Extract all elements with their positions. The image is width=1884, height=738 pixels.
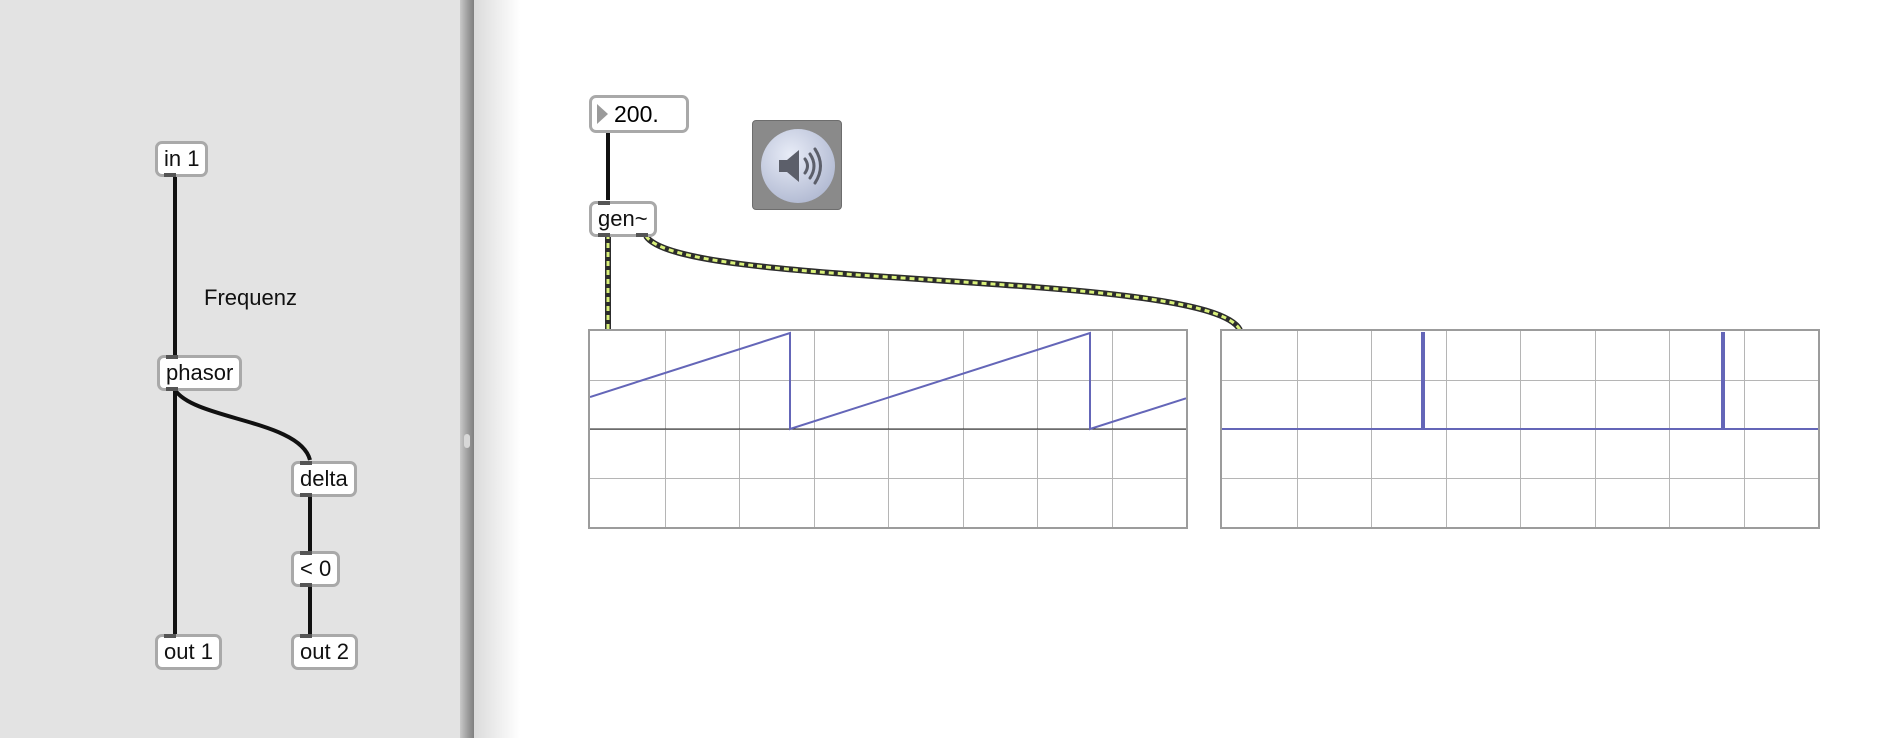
frequency-value: 200.: [614, 101, 659, 127]
scope-right[interactable]: [1220, 329, 1820, 529]
outlet-object-2-inlet[interactable]: [300, 634, 312, 638]
frequency-number-box[interactable]: 200.: [589, 95, 689, 133]
signal-cord-gen-to-scope-right[interactable]: [643, 234, 1243, 332]
delta-object-label: delta: [300, 466, 348, 491]
cord-phasor-to-delta[interactable]: [173, 388, 312, 461]
inlet-object-outlet[interactable]: [164, 173, 176, 177]
gen-object-label: gen~: [598, 206, 648, 231]
scope-left-trace: [590, 331, 1186, 431]
compare-outlet[interactable]: [300, 583, 312, 587]
phasor-inlet[interactable]: [166, 355, 178, 359]
frequency-comment: Frequenz: [204, 285, 297, 310]
gen-outlet-1[interactable]: [598, 233, 610, 237]
inlet-object[interactable]: in 1: [155, 141, 209, 177]
delta-object[interactable]: delta: [291, 461, 357, 497]
number-box-triangle-icon: [597, 104, 608, 124]
outlet-object-1-label: out 1: [164, 639, 213, 664]
delta-outlet[interactable]: [300, 493, 312, 497]
window-shadow: [474, 0, 520, 738]
phasor-object-label: phasor: [166, 360, 234, 385]
outlet-object-1-inlet[interactable]: [164, 634, 176, 638]
outlet-object-2-label: out 2: [300, 639, 349, 664]
compare-inlet[interactable]: [300, 551, 312, 555]
scope-right-plot: [1222, 331, 1818, 527]
gen-outlet-2[interactable]: [635, 233, 648, 237]
compare-object-label: < 0: [300, 556, 332, 581]
scope-left[interactable]: [588, 329, 1188, 529]
scope-left-plot: [590, 331, 1186, 527]
gen-inlet[interactable]: [598, 201, 610, 205]
inlet-object-label: in 1: [164, 146, 200, 171]
window-divider[interactable]: [460, 0, 474, 738]
speaker-icon: [761, 129, 835, 203]
phasor-object[interactable]: phasor: [157, 355, 243, 391]
scope-right-trace: [1222, 332, 1818, 430]
compare-object[interactable]: < 0: [291, 551, 341, 587]
divider-grip[interactable]: [464, 434, 470, 448]
delta-inlet[interactable]: [300, 461, 312, 465]
gen-object[interactable]: gen~: [589, 201, 657, 237]
outlet-object-2[interactable]: out 2: [291, 634, 358, 670]
phasor-outlet[interactable]: [166, 387, 178, 391]
dac-toggle[interactable]: [752, 120, 842, 210]
gen-patch-cords: [173, 176, 312, 634]
outlet-object-1[interactable]: out 1: [155, 634, 222, 670]
